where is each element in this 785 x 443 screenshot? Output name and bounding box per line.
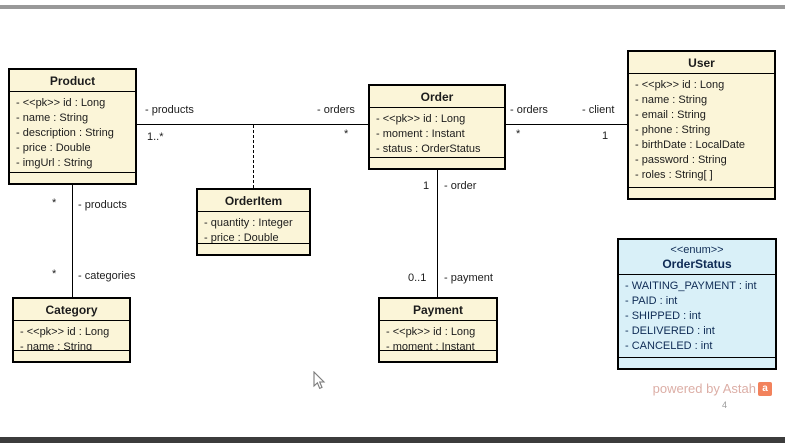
role-label-payment: - payment bbox=[444, 272, 493, 284]
class-box-orderitem: OrderItem - quantity : Integer - price :… bbox=[196, 188, 311, 256]
enum-literals: - WAITING_PAYMENT : int - PAID : int - S… bbox=[619, 275, 775, 358]
class-operations-empty bbox=[380, 351, 496, 361]
multiplicity-label: * bbox=[516, 128, 521, 140]
enum-name: OrderStatus bbox=[662, 257, 732, 271]
class-attribute: - price : Double bbox=[204, 232, 279, 244]
class-attribute: - password : String bbox=[635, 154, 727, 166]
enum-title: <<enum>> OrderStatus bbox=[619, 240, 775, 275]
class-operations-empty bbox=[629, 188, 774, 198]
enum-literal: - DELIVERED : int bbox=[625, 325, 715, 337]
class-title: Product bbox=[10, 70, 135, 92]
class-attribute: - <<pk>> id : Long bbox=[376, 113, 466, 125]
class-attribute: - roles : String[ ] bbox=[635, 169, 713, 181]
role-label-orders: - orders bbox=[317, 104, 355, 116]
class-attribute: - price : Double bbox=[16, 142, 91, 154]
class-attribute: - moment : Instant bbox=[386, 341, 475, 351]
class-box-user: User - <<pk>> id : Long - name : String … bbox=[627, 50, 776, 200]
multiplicity-label: * bbox=[52, 268, 57, 280]
multiplicity-label: 0..1 bbox=[408, 272, 427, 284]
role-label-categories: - categories bbox=[78, 270, 136, 282]
class-box-order: Order - <<pk>> id : Long - moment : Inst… bbox=[368, 84, 506, 170]
multiplicity-label: * bbox=[344, 128, 349, 140]
class-box-product: Product - <<pk>> id : Long - name : Stri… bbox=[8, 68, 137, 185]
association-line-product-order bbox=[137, 124, 368, 125]
role-label-client: - client bbox=[582, 104, 615, 116]
class-attribute: - quantity : Integer bbox=[204, 217, 293, 229]
class-box-category: Category - <<pk>> id : Long - name : Str… bbox=[12, 297, 131, 363]
class-operations-empty bbox=[10, 173, 135, 183]
role-label-products: - products bbox=[78, 199, 127, 211]
class-attributes: - quantity : Integer - price : Double bbox=[198, 212, 309, 244]
page-number: 4 bbox=[722, 400, 728, 410]
association-class-dashed-line-orderitem bbox=[253, 125, 254, 188]
class-attribute: - <<pk>> id : Long bbox=[635, 79, 725, 91]
class-attribute: - description : String bbox=[16, 127, 114, 139]
class-attribute: - <<pk>> id : Long bbox=[16, 97, 106, 109]
mouse-cursor-icon bbox=[313, 371, 326, 390]
multiplicity-label: * bbox=[52, 197, 57, 209]
enum-box-orderstatus: <<enum>> OrderStatus - WAITING_PAYMENT :… bbox=[617, 238, 777, 370]
class-operations-empty bbox=[14, 351, 129, 361]
role-label-order: - order bbox=[444, 180, 477, 192]
class-attribute: - status : OrderStatus bbox=[376, 143, 481, 155]
class-attributes: - <<pk>> id : Long - name : String - ema… bbox=[629, 74, 774, 188]
role-label-orders: - orders bbox=[510, 104, 548, 116]
slide-top-border bbox=[0, 5, 785, 9]
class-attribute: - name : String bbox=[635, 94, 708, 106]
association-line-order-payment bbox=[437, 170, 438, 297]
astah-logo-icon: a bbox=[758, 381, 772, 396]
enum-literal: - WAITING_PAYMENT : int bbox=[625, 280, 757, 292]
role-label-products: - products bbox=[145, 104, 194, 116]
class-title: Category bbox=[14, 299, 129, 321]
class-attribute: - <<pk>> id : Long bbox=[386, 326, 476, 338]
slide-bottom-border bbox=[0, 437, 785, 443]
class-title: OrderItem bbox=[198, 190, 309, 212]
enum-literal: - CANCELED : int bbox=[625, 340, 713, 352]
enum-stereotype: <<enum>> bbox=[670, 244, 724, 256]
class-attributes: - <<pk>> id : Long - name : String bbox=[14, 321, 129, 351]
class-box-payment: Payment - <<pk>> id : Long - moment : In… bbox=[378, 297, 498, 363]
class-attribute: - birthDate : LocalDate bbox=[635, 139, 746, 151]
class-attribute: - imgUrl : String bbox=[16, 157, 93, 169]
multiplicity-label: 1 bbox=[423, 180, 430, 192]
class-title: Payment bbox=[380, 299, 496, 321]
class-attribute: - name : String bbox=[16, 112, 89, 124]
association-line-order-user bbox=[506, 124, 627, 125]
class-attribute: - phone : String bbox=[635, 124, 711, 136]
class-attributes: - <<pk>> id : Long - name : String - des… bbox=[10, 92, 135, 173]
class-operations-empty bbox=[198, 244, 309, 254]
class-attribute: - email : String bbox=[635, 109, 706, 121]
multiplicity-label: 1 bbox=[602, 130, 609, 142]
class-title: Order bbox=[370, 86, 504, 108]
enum-literal: - PAID : int bbox=[625, 295, 678, 307]
class-attribute: - name : String bbox=[20, 341, 93, 351]
watermark-text: powered by Astah bbox=[652, 381, 756, 396]
class-attribute: - <<pk>> id : Long bbox=[20, 326, 110, 338]
association-line-product-category bbox=[72, 185, 73, 297]
class-attributes: - <<pk>> id : Long - moment : Instant - … bbox=[370, 108, 504, 158]
class-attribute: - moment : Instant bbox=[376, 128, 465, 140]
watermark: powered by Astah a bbox=[653, 381, 772, 396]
class-title: User bbox=[629, 52, 774, 74]
class-operations-empty bbox=[370, 158, 504, 168]
class-attributes: - <<pk>> id : Long - moment : Instant bbox=[380, 321, 496, 351]
enum-literal: - SHIPPED : int bbox=[625, 310, 701, 322]
enum-operations-empty bbox=[619, 358, 775, 368]
multiplicity-label: 1..* bbox=[147, 131, 164, 143]
